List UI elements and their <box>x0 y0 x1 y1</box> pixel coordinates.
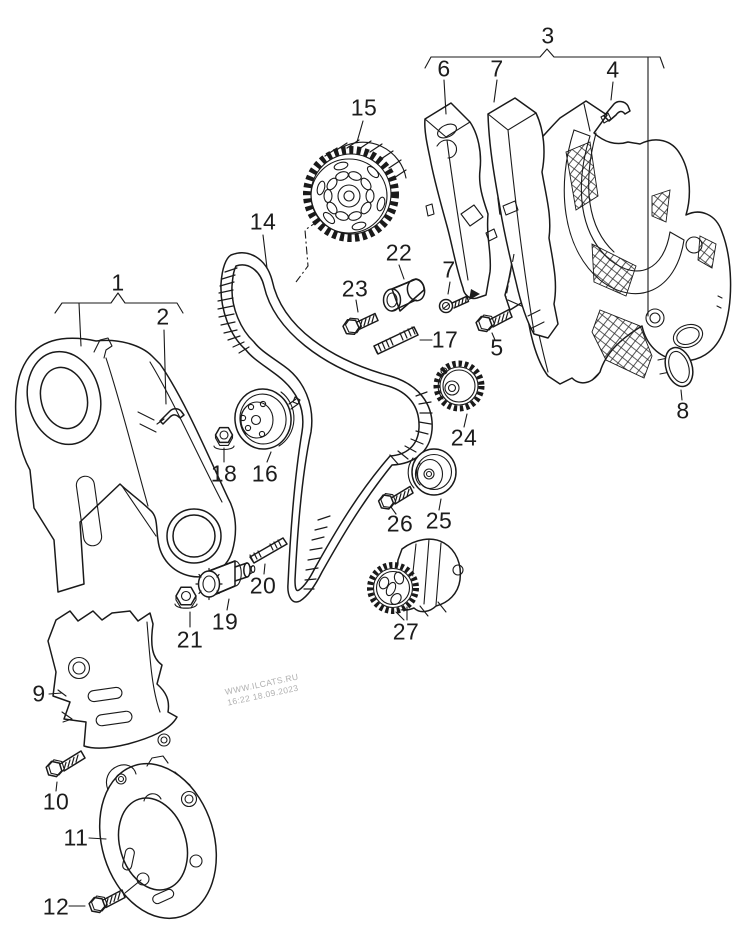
seal-8-drawing <box>664 346 694 388</box>
timing-belt-drawing <box>217 252 433 603</box>
screw-7-drawing <box>438 295 470 314</box>
callout-1: 1 <box>111 269 125 296</box>
callout-24: 24 <box>450 424 478 451</box>
callout-7-top: 7 <box>490 55 504 82</box>
water-pump-drawing <box>367 538 464 621</box>
callout-9: 9 <box>32 680 46 707</box>
tensioner-pulley-drawing <box>234 388 301 450</box>
bolt-23-drawing <box>342 312 379 336</box>
idler-roller-25-drawing <box>407 448 457 496</box>
callout-7-mid: 7 <box>442 256 456 283</box>
bolt-12-drawing <box>88 879 142 914</box>
callout-2: 2 <box>156 303 170 330</box>
callout-8: 8 <box>676 397 690 424</box>
callout-20: 20 <box>249 572 277 599</box>
camshaft-sprocket-drawing <box>295 139 407 283</box>
backing-plate-drawing <box>98 755 218 920</box>
front-timing-cover-drawing <box>14 337 237 593</box>
bolt-26-drawing <box>377 485 414 510</box>
callout-5: 5 <box>490 334 504 361</box>
tensioner-nut-drawing <box>213 426 235 451</box>
stud-17-drawing <box>373 326 419 355</box>
timing-cover-center-drawing <box>487 97 559 339</box>
callout-12: 12 <box>42 893 70 920</box>
callout-14: 14 <box>249 208 277 235</box>
stud-20-drawing <box>249 537 288 564</box>
callout-25: 25 <box>425 507 453 534</box>
callout-22: 22 <box>385 239 413 266</box>
callout-16: 16 <box>251 460 279 487</box>
sleeve-19-drawing <box>195 560 256 601</box>
leader-lines <box>48 120 683 907</box>
callout-27: 27 <box>392 618 420 645</box>
callout-23: 23 <box>341 275 369 302</box>
group-3-bracket <box>424 48 665 317</box>
callout-11: 11 <box>63 824 89 851</box>
nut-21-drawing <box>174 586 198 609</box>
timing-cover-bracket-drawing <box>424 102 498 300</box>
bushing-22-drawing <box>382 278 426 312</box>
callout-18: 18 <box>210 460 238 487</box>
bolt-10-drawing <box>45 750 86 778</box>
callout-17: 17 <box>431 326 459 353</box>
callout-4: 4 <box>606 56 620 83</box>
callout-15: 15 <box>350 94 378 121</box>
callout-10: 10 <box>42 788 70 815</box>
callout-6: 6 <box>437 55 451 82</box>
lower-cover-9-drawing <box>47 610 178 749</box>
callout-21: 21 <box>176 626 204 653</box>
retaining-clip-2-drawing <box>156 408 185 425</box>
idler-roller-24-drawing <box>433 360 485 412</box>
bolt-5-drawing <box>475 308 513 333</box>
callout-3: 3 <box>541 22 555 49</box>
retaining-clip-4-drawing <box>600 100 631 124</box>
callout-19: 19 <box>211 608 239 635</box>
callout-26: 26 <box>386 510 414 537</box>
